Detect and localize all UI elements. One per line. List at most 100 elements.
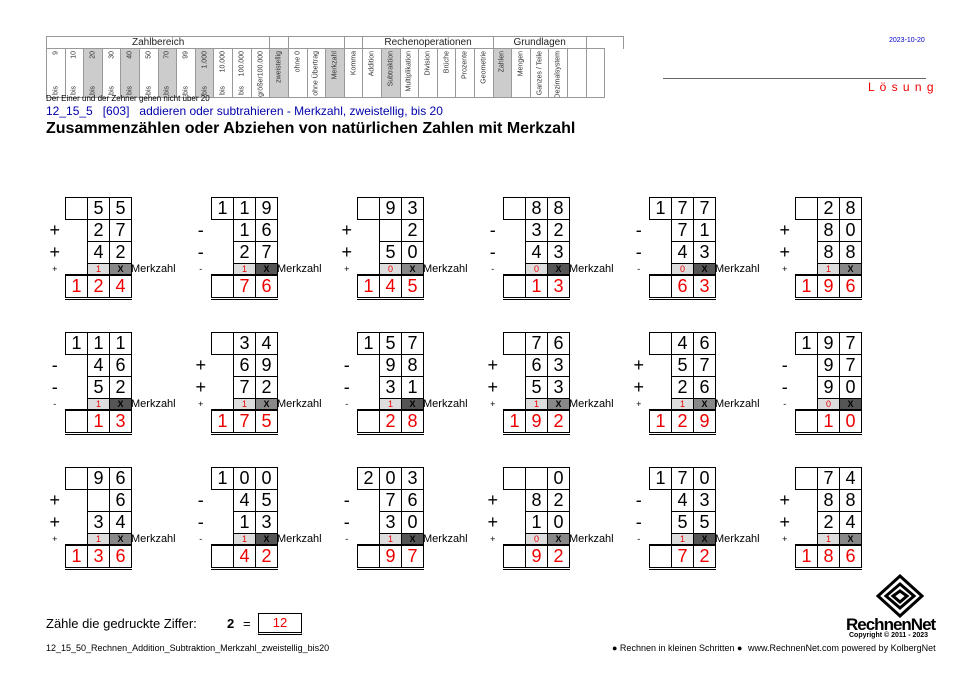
category-label: Mengen xyxy=(517,51,525,77)
digit-cell: 5 xyxy=(671,511,694,534)
merkzahl-carry: 1 xyxy=(87,533,110,546)
result-cell: 3 xyxy=(87,544,110,570)
operator xyxy=(190,468,212,490)
category-table: Zahlbereich Rechenoperationen Grundlagen… xyxy=(45,36,625,98)
empty-col xyxy=(585,48,606,98)
operator: + xyxy=(195,355,206,375)
range-top-label: 100.000 xyxy=(238,51,246,77)
merkzahl-x: X xyxy=(401,398,424,411)
operator: + xyxy=(341,242,352,262)
result-cell xyxy=(503,274,526,300)
result-cell: 7 xyxy=(233,274,256,300)
digit-cell: 1 xyxy=(87,332,110,355)
result-cell xyxy=(649,274,672,300)
digit-cell: 0 xyxy=(839,376,862,399)
digit-cell: 6 xyxy=(255,219,278,242)
result-cell: 7 xyxy=(233,409,256,435)
result-spacer xyxy=(774,275,796,299)
category-col: Dezimalsystem xyxy=(548,48,569,98)
operator: - xyxy=(635,490,642,510)
operator: + xyxy=(487,355,498,375)
result-cell: 1 xyxy=(817,409,840,435)
digit-cell: 6 xyxy=(109,489,132,512)
digit-cell: 6 xyxy=(525,354,548,377)
operator xyxy=(628,333,650,355)
count-digit: 2 xyxy=(227,616,235,631)
hundreds-cell: 2 xyxy=(357,467,380,490)
category-col: Mengen xyxy=(511,48,531,98)
hundreds-cell xyxy=(503,197,526,220)
hundreds-cell xyxy=(796,355,818,377)
header-rule xyxy=(663,78,926,79)
hundreds-cell xyxy=(66,242,88,264)
merkzahl-x: X xyxy=(255,398,278,411)
digit-cell: 5 xyxy=(693,511,716,534)
merkzahl-x: X xyxy=(401,533,424,546)
digit-cell: 6 xyxy=(109,467,132,490)
merkzahl-carry: 1 xyxy=(817,263,840,276)
hundreds-cell xyxy=(358,512,380,534)
digit-cell: 5 xyxy=(87,197,110,220)
digit-cell: 7 xyxy=(255,241,278,264)
digit-cell: 1 xyxy=(693,219,716,242)
merkzahl-x: X xyxy=(109,533,132,546)
merkzahl-carry: 1 xyxy=(671,398,694,411)
result-cell: 9 xyxy=(693,409,716,435)
merkzahl-carry: 0 xyxy=(525,263,548,276)
merkzahl-x: X xyxy=(693,263,716,276)
operator: + xyxy=(779,242,790,262)
hundreds-cell xyxy=(796,490,818,512)
digit-cell: 5 xyxy=(87,376,110,399)
result-spacer xyxy=(482,275,504,299)
digit-cell: 4 xyxy=(671,241,694,264)
digit-cell: 3 xyxy=(401,197,424,220)
digit-cell: 0 xyxy=(547,511,570,534)
hundreds-cell xyxy=(504,512,526,534)
logo-text: RechnenNet xyxy=(846,615,936,634)
range-top-label: 9 xyxy=(52,51,60,55)
footer-slogan: ● Rechnen in kleinen Schritten ● xyxy=(612,643,743,653)
merkzahl-x: X xyxy=(547,263,570,276)
digit-cell: 4 xyxy=(87,241,110,264)
hundreds-cell xyxy=(66,512,88,534)
count-label: Zähle die gedruckte Ziffer: xyxy=(46,616,197,631)
category-label: Merkzahl xyxy=(331,51,339,80)
merkzahl-empty xyxy=(66,399,88,411)
digit-cell: 7 xyxy=(839,354,862,377)
empty-col xyxy=(567,48,587,98)
hundreds-cell xyxy=(212,220,234,242)
merkzahl-x: X xyxy=(401,263,424,276)
merkzahl-carry: 0 xyxy=(525,533,548,546)
result-cell: 3 xyxy=(109,409,132,435)
merkzahl-x: X xyxy=(547,533,570,546)
hundreds-cell xyxy=(358,242,380,264)
merkzahl-label: Merkzahl xyxy=(715,263,760,275)
merkzahl-x: X xyxy=(109,398,132,411)
range-top-label: 30 xyxy=(108,51,116,59)
merkzahl-empty xyxy=(66,264,88,276)
digit-cell: 7 xyxy=(109,219,132,242)
digit-cell: 8 xyxy=(525,489,548,512)
digit-cell: 3 xyxy=(547,354,570,377)
range-top-label: größer100.000 xyxy=(257,51,264,97)
digit-cell: 6 xyxy=(233,354,256,377)
hundreds-cell xyxy=(66,377,88,399)
category-label: Addition xyxy=(368,51,376,77)
operator: + xyxy=(633,355,644,375)
digit-cell: 9 xyxy=(817,376,840,399)
hundreds-cell xyxy=(503,467,526,490)
digit-cell: 7 xyxy=(693,354,716,377)
hundreds-cell xyxy=(795,467,818,490)
merkzahl-label: Merkzahl xyxy=(569,263,614,275)
result-cell: 1 xyxy=(649,409,672,435)
operator: - xyxy=(197,242,204,262)
